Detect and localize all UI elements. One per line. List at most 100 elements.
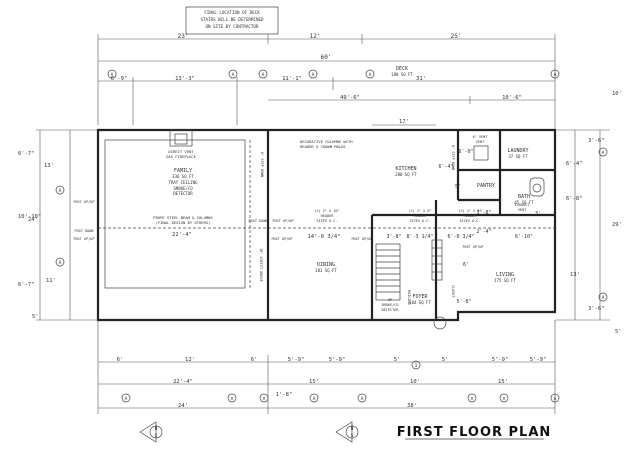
dim-right-a4: 3'-6": [588, 306, 605, 312]
note-columns-1: DECORATIVE COLUMNS WITH: [300, 139, 353, 144]
tag-a-6: A: [554, 72, 557, 78]
tag-a-5: A: [369, 72, 372, 78]
note-header-a2: HEADER: [321, 214, 335, 218]
tag-a-11: A: [125, 396, 128, 402]
dim-right-a2: 6'-4": [566, 161, 583, 167]
dim-int-14: 5'-8": [456, 299, 471, 305]
dim-int-7: 6'-10": [515, 234, 533, 240]
tag-a-16: A: [471, 396, 474, 402]
tag-a-2: A: [232, 72, 235, 78]
note-post-7: POST UP/UP: [351, 237, 372, 241]
room-labels: FAMILY 336 SQ FT TRAY CEILING SMOKE/CO D…: [169, 148, 535, 305]
room-bath-area: 45 SQ FT: [514, 200, 534, 205]
dim-top-60: 60': [321, 54, 332, 61]
dim-deck-sub-b: 10'-6": [502, 95, 522, 101]
dim-int-3: 3'-8": [386, 234, 401, 240]
note-smoke-1: SMOKE/CO: [382, 303, 399, 307]
right-dimensions: 3'-6" 6'-4" 6'-8" 3'-6" 10' 29' 13' 5': [555, 91, 622, 335]
dim-deck-c: 11'-1": [282, 76, 302, 82]
dim-right-b3: 13': [570, 272, 580, 278]
dim-bot3-1: 24': [178, 403, 188, 409]
dim-top-25: 25': [451, 33, 462, 40]
note-side-a: 6" STEP DOWN: [260, 152, 264, 177]
room-kitchen-area: 280 SQ FT: [395, 172, 417, 177]
room-laundry-name: LAUNDRY: [507, 148, 528, 154]
note-vent-1: 6" VENT: [473, 135, 489, 139]
tag-a-7: A: [59, 188, 62, 194]
dim-int-12: 3': [535, 211, 541, 217]
dim-top-12: 12': [310, 33, 321, 40]
stairs: [375, 239, 447, 330]
dim-bot2-4: 15': [498, 379, 508, 385]
dim-left-c: 5': [32, 314, 39, 320]
dim-int-11: 5': [455, 184, 461, 190]
dim-int-6: 2'-4": [476, 229, 491, 235]
room-deck-name: DECK: [396, 66, 408, 72]
note-header-c3: SIZES O.C.: [459, 219, 480, 223]
dim-right-b1: 10': [612, 91, 622, 97]
note-smoke-2: DETECTOR: [382, 308, 400, 312]
room-family-area: 336 SQ FT: [172, 174, 194, 179]
tag-a-9: A: [602, 150, 605, 156]
note-header-b2: HEADER: [414, 214, 428, 218]
dim-left-b1: 13': [44, 163, 54, 169]
room-pantry-name: PANTRY: [477, 183, 495, 189]
tag-a-17: A: [503, 396, 506, 402]
room-family-detector: DETECTOR: [173, 191, 193, 196]
dim-int-5: 6'-0 3/4": [447, 234, 474, 240]
dim-bot-7: 5': [442, 357, 449, 363]
dim-right-b2: 29': [612, 222, 622, 228]
dim-bot-2: 12': [185, 357, 195, 363]
deck-label: DECK 180 SQ FT: [391, 66, 413, 77]
bottom-dimensions: 6' 12' 6' 5'-9" 5'-9" 5' 5' 5'-9" 5'-9" …: [97, 320, 556, 414]
plan-notes: DIRECT VENT GAS FIREPLACE DECORATIVE COL…: [73, 135, 530, 312]
note-step: 6" STEP DOWN: [451, 145, 455, 170]
note-direct-vent-2: GAS FIREPLACE: [166, 154, 196, 159]
dim-deck-b: 13'-3": [175, 76, 195, 82]
room-foyer-name: FOYER: [412, 294, 428, 300]
tag-num-1: 1: [415, 363, 418, 369]
room-family-smoke: SMOKE/CO: [173, 186, 193, 191]
tag-a-14: A: [313, 396, 316, 402]
top-dimensions: 23' 12' 25' 60' 6'-9" 13'-3" 11'-1" 31' …: [97, 33, 556, 130]
room-living-area: 175 SQ FT: [494, 278, 516, 283]
left-dimensions: 6'-7" 10'-10" 6'-7" 13' 24' 11' 5': [18, 129, 98, 321]
note-vent-2: VENT: [476, 140, 485, 144]
dim-bot3-3: 38': [407, 403, 417, 409]
note-columns-2: HEADER & CROWN MOLDS: [300, 144, 346, 149]
note-header-c2: HEADER: [464, 214, 478, 218]
tag-a-15: A: [361, 396, 364, 402]
room-bath-name: BATH: [518, 194, 530, 200]
note-post-4: POST DOWN: [249, 219, 268, 223]
fireplace: [169, 129, 193, 147]
note-header-b3: SIZES O.C.: [409, 219, 430, 223]
dim-right-a3: 6'-8": [566, 196, 583, 202]
dim-int-8: 3'-8": [476, 210, 491, 216]
tag-a-10: A: [602, 295, 605, 301]
dim-bot-1: 6': [117, 357, 124, 363]
note-post-2: POST DOWN: [75, 229, 94, 233]
note-post-5: POST UP/UP: [272, 219, 293, 223]
dim-bot2-3: 10': [410, 379, 420, 385]
note-post-1: POST UP/UP: [73, 200, 94, 204]
note-railing: RAILING: [407, 290, 411, 305]
note-closet: CLOSET: [451, 285, 455, 299]
tag-a-13: A: [263, 396, 266, 402]
dim-right-a1: 3'-6": [588, 138, 605, 144]
dim-bot2-2: 15': [309, 379, 319, 385]
compass-left-n: N: [155, 426, 158, 431]
dim-bot-5: 5'-9": [329, 357, 346, 363]
tag-a-12: A: [231, 396, 234, 402]
building-walls: [96, 128, 557, 322]
dim-deck-a: 6'-9": [111, 76, 128, 82]
final-location-note: FINAL LOCATION OF DECK STAIRS WILL BE DE…: [185, 6, 279, 35]
compass-left-s: S: [155, 433, 158, 438]
room-living-name: LIVING: [496, 272, 514, 278]
room-deck-area: 180 SQ FT: [391, 72, 413, 77]
note-steel-1: PROPE STEEL BEAM & COLUMNS: [153, 215, 213, 220]
note-header-b1: (2) 2" X 8": [408, 209, 431, 213]
room-dining-name: DINING: [317, 262, 335, 268]
dim-left-b2: 24': [28, 217, 38, 223]
dim-bot2-1: 22'-4": [173, 379, 193, 385]
